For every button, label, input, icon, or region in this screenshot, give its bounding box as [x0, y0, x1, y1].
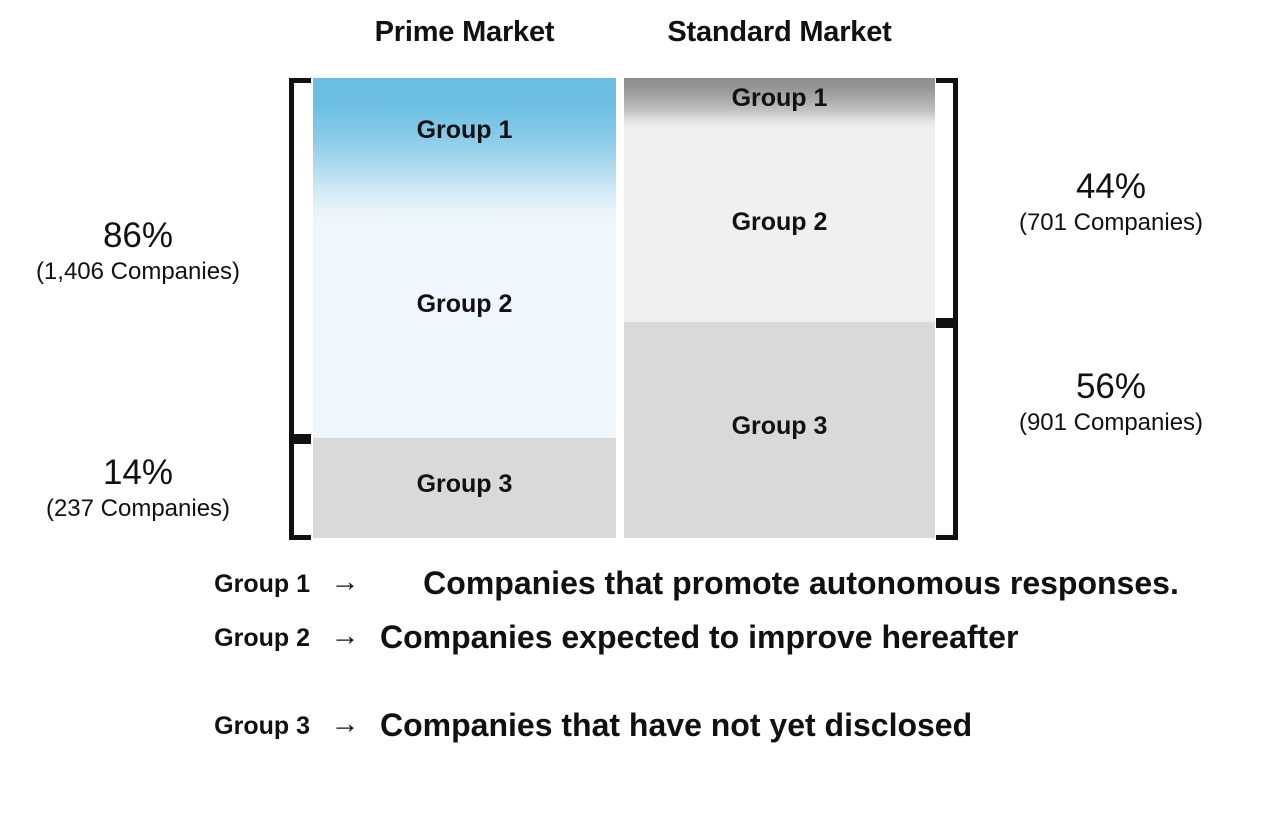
annotation-standard-lower: 56% (901 Companies) — [966, 366, 1256, 438]
annotation-prime-lower-count: (237 Companies) — [45, 495, 231, 522]
annotation-prime-upper-percent: 86% — [102, 216, 174, 255]
arrow-right-icon: → — [330, 566, 360, 598]
annotation-standard-upper: 44% (701 Companies) — [966, 166, 1256, 238]
bar-label-prime-group1: Group 1 — [416, 116, 513, 144]
annotation-standard-lower-percent: 56% — [1075, 367, 1147, 406]
bar-label-standard-group3: Group 3 — [731, 412, 828, 440]
bar-label-prime-group3: Group 3 — [416, 470, 513, 498]
bar-prime-market: Group 1 Group 2 Group 3 — [313, 78, 616, 538]
annotation-prime-upper: 86% (1,406 Companies) — [0, 215, 276, 287]
legend-desc-group3: Companies that have not yet disclosed — [380, 707, 973, 743]
bar-segment-standard-group3: Group 3 — [624, 322, 935, 538]
bracket-standard-upper — [936, 78, 958, 323]
column-header-standard-market: Standard Market — [667, 16, 892, 48]
bar-label-prime-group2: Group 2 — [416, 290, 513, 318]
bar-label-standard-group2: Group 2 — [731, 208, 828, 236]
annotation-standard-upper-percent: 44% — [1075, 167, 1147, 206]
arrow-right-icon: → — [330, 620, 360, 652]
annotation-standard-lower-count: (901 Companies) — [1018, 409, 1204, 436]
bar-segment-standard-group1-group2: Group 1 Group 2 — [624, 78, 935, 322]
annotation-prime-lower: 14% (237 Companies) — [0, 452, 276, 524]
bar-label-standard-group1: Group 1 — [731, 84, 828, 112]
bar-segment-prime-group1-group2: Group 1 Group 2 — [313, 78, 616, 438]
legend-desc-group2: Companies expected to improve hereafter — [380, 619, 1019, 655]
bracket-prime-lower — [289, 439, 311, 540]
annotation-standard-upper-count: (701 Companies) — [1018, 209, 1204, 236]
bar-standard-market: Group 1 Group 2 Group 3 — [624, 78, 935, 538]
legend-desc-group1: Companies that promote autonomous respon… — [423, 565, 1179, 601]
column-header-prime-market: Prime Market — [374, 16, 555, 48]
legend-row-group1: Group 1 → Companies that promote autonom… — [0, 562, 1270, 604]
annotation-prime-upper-count: (1,406 Companies) — [35, 258, 241, 285]
legend-row-group2: Group 2 → Companies expected to improve … — [0, 616, 1270, 658]
arrow-right-icon: → — [330, 708, 360, 740]
bar-segment-prime-group3: Group 3 — [313, 438, 616, 538]
legend-key-group1: Group 1 — [214, 570, 310, 598]
legend-key-group3: Group 3 — [214, 712, 310, 740]
legend-row-group3: Group 3 → Companies that have not yet di… — [0, 704, 1270, 746]
annotation-prime-lower-percent: 14% — [102, 453, 174, 492]
legend: Group 1 → Companies that promote autonom… — [0, 562, 1270, 750]
legend-key-group2: Group 2 — [214, 624, 310, 652]
bracket-prime-upper — [289, 78, 311, 439]
bracket-standard-lower — [936, 323, 958, 540]
